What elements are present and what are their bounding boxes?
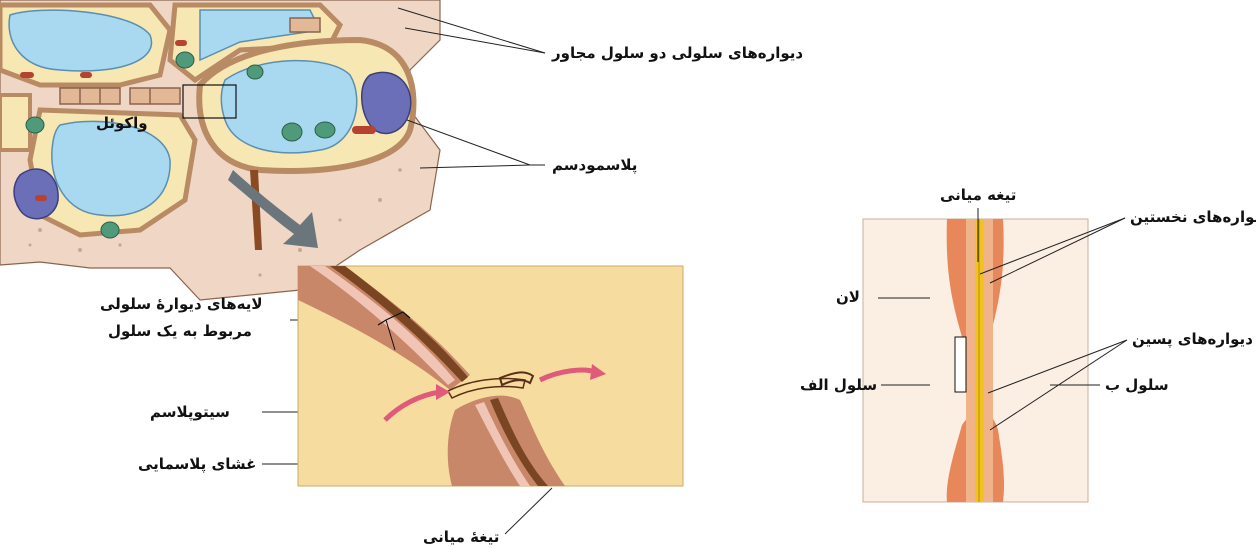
label-adjacent-walls: دیواره‌های سلولی دو سلول مجاور	[552, 44, 803, 62]
label-wall-layers-line1: لایه‌های دیوارهٔ سلولی	[100, 295, 263, 313]
label-plasma-membrane: غشای پلاسمایی	[138, 455, 256, 473]
pit-diagram	[863, 219, 1088, 502]
label-middle-lamella-right: تیغه میانی	[940, 186, 1016, 204]
label-vacuole: واکوئل	[96, 114, 148, 132]
nucleus-bottom-left	[14, 169, 58, 219]
label-cytoplasm: سیتوپلاسم	[150, 403, 230, 421]
label-wall-layers-line2: مربوط به یک سلول	[108, 322, 252, 340]
label-cell-a: سلول الف	[800, 376, 877, 394]
label-secondary-walls: دیواره‌های پسین	[1132, 330, 1253, 348]
label-middle-lamella-bottom: تیغهٔ میانی	[423, 528, 499, 546]
cell-tissue-block	[0, 0, 440, 300]
label-plasmodesm: پلاسمودسم	[552, 156, 637, 174]
vacuole-bottom-left	[52, 121, 170, 215]
magnified-panel	[298, 266, 683, 486]
nucleus-right	[362, 72, 411, 133]
cell-left-edge	[0, 95, 30, 150]
label-cell-b: سلول ب	[1105, 376, 1169, 394]
label-pit: لان	[836, 288, 860, 306]
label-primary-walls: دیواره‌های نخستین	[1130, 208, 1256, 226]
